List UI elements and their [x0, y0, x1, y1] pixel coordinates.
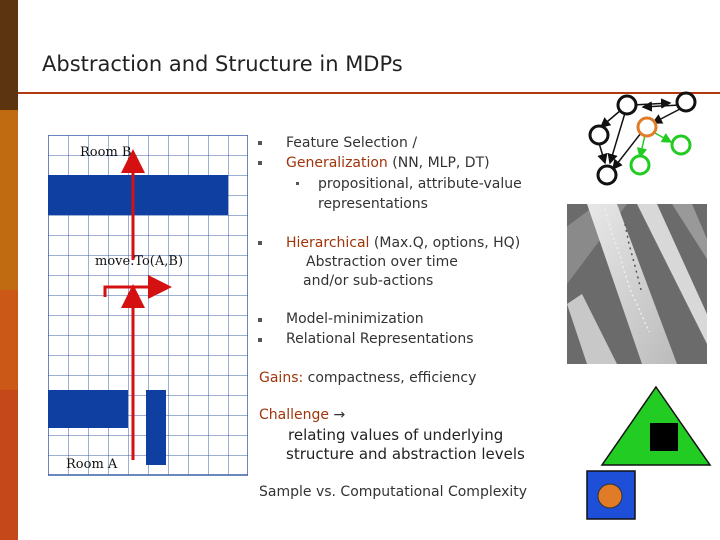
bullet-model-minimization: Model-minimization [286, 311, 424, 327]
grayscale-texture-image [567, 204, 707, 364]
bullet-marker [258, 241, 262, 245]
orange-circle [597, 483, 623, 509]
route-arrow-right [103, 275, 172, 299]
complexity-text: Sample vs. Computational Complexity [259, 484, 528, 500]
green-triangle-shape [600, 385, 712, 466]
challenge-label: Challenge [259, 407, 329, 423]
left-bar-mid [0, 110, 18, 290]
wall-bottom-left [48, 390, 128, 428]
blue-square-shape [586, 470, 636, 520]
black-square [650, 423, 678, 451]
left-bar-low [0, 290, 18, 390]
bullet-marker [258, 318, 262, 322]
sub-bullet-marker [296, 182, 299, 185]
gains-line: Gains: compactness, efficiency [259, 369, 476, 388]
graph-node [596, 164, 618, 186]
graph-node [588, 124, 610, 146]
wall-bottom-column [146, 390, 166, 465]
challenge-line: Challenge → [259, 406, 345, 425]
graph-node [616, 94, 638, 116]
move-to-label: move.To(A,B) [95, 254, 184, 269]
generalization-rest: (NN, MLP, DT) [387, 155, 490, 171]
wall-top [48, 175, 228, 215]
sub-bullet-propositional: propositional, attribute-value [318, 176, 522, 192]
hierarchical-line2: Abstraction over time [306, 254, 458, 270]
left-bar-bottom [0, 390, 18, 540]
gains-text: compactness, efficiency [303, 370, 477, 386]
room-a-label: Room A [66, 457, 118, 472]
challenge-detail-2: structure and abstraction levels [286, 445, 525, 463]
graph-node-green [629, 154, 651, 176]
room-b-label: Room B [80, 145, 132, 160]
grid-world-figure [48, 135, 248, 476]
title-divider [18, 92, 720, 94]
challenge-detail-1: relating values of underlying [288, 426, 504, 444]
bullet-marker [258, 141, 262, 145]
hierarchical-rest: (Max.Q, options, HQ) [369, 235, 521, 251]
bullet-marker [258, 338, 262, 342]
sub-bullet-representations: representations [318, 196, 428, 212]
gains-label: Gains: [259, 370, 304, 386]
hierarchical-highlight: Hierarchical [286, 235, 370, 251]
generalization-highlight: Generalization [286, 155, 388, 171]
graph-diagram [588, 91, 697, 186]
arrow-icon: → [333, 407, 346, 423]
bullet-marker [258, 161, 262, 165]
bullet-generalization: Generalization (NN, MLP, DT) [286, 154, 490, 173]
bullet-relational: Relational Representations [286, 331, 474, 347]
graph-node-highlight [636, 116, 658, 138]
slide-title: Abstraction and Structure in MDPs [42, 52, 403, 76]
bullet-feature-selection: Feature Selection / [286, 135, 418, 151]
left-bar-top [0, 0, 18, 110]
graph-node [675, 91, 697, 113]
bullet-hierarchical: Hierarchical (Max.Q, options, HQ) [286, 234, 520, 253]
hierarchical-line3: and/or sub-actions [303, 273, 434, 289]
graph-node-green [670, 134, 692, 156]
